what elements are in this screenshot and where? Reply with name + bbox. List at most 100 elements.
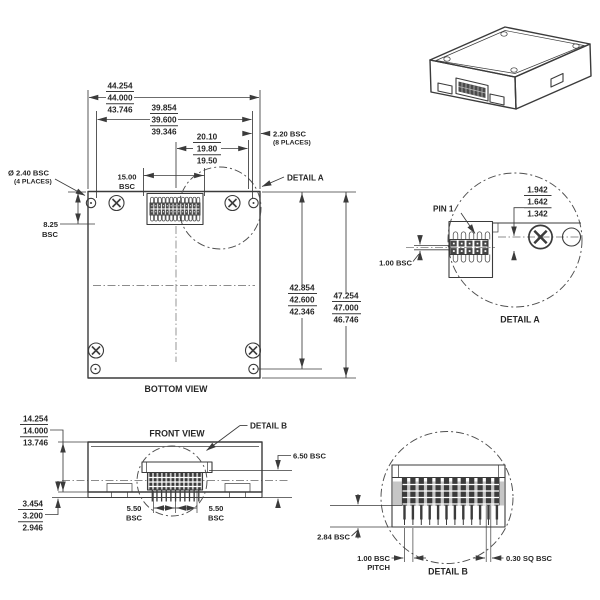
- dim-hole-span-height: 42.854 42.600 42.346: [288, 192, 317, 369]
- dim-connheight-label: 6.50 BSC: [293, 452, 326, 461]
- detail-b-legs: [403, 505, 499, 520]
- dim-pinright-bsc: BSC: [208, 514, 225, 523]
- detail-a-bottom-pins: [452, 254, 491, 263]
- module-outline: [87, 190, 261, 379]
- dim-fheight-max: 14.254: [23, 415, 48, 424]
- bottom-view: 44.254 44.000 43.746 39.854 39.600 39.34…: [8, 82, 361, 394]
- detail-a-circle: [447, 172, 583, 308]
- detail-a-pin-block: [449, 239, 489, 255]
- dim-pitch: 1.00 BSC PITCH: [357, 528, 426, 572]
- front-left-foot: [111, 491, 128, 498]
- iso-top-face: [429, 26, 591, 78]
- dim-pitch-value: 1.00 BSC: [357, 554, 390, 563]
- dim-edge-bsc-note: (8 PLACES): [273, 140, 311, 147]
- dim-width-nom: 44.000: [107, 94, 132, 103]
- dim-pinleft-value: 5.50: [127, 504, 142, 513]
- dim-connector-height: 6.50 BSC: [209, 452, 326, 509]
- front-connector: [141, 461, 213, 502]
- dim-overall-height: 47.254 47.000 46.746: [332, 192, 361, 378]
- iso-right-face: [514, 43, 592, 110]
- callout-hole-dia: Ø 2.40 BSC (4 PLACES): [8, 169, 86, 196]
- dim-holespan-max: 39.854: [151, 104, 176, 113]
- bottom-view-extension-lines: [60, 90, 356, 379]
- callout-pin1: PIN 1: [433, 205, 476, 234]
- dim-connwidth-bsc: BSC: [119, 182, 136, 191]
- dim-leg-standoff: 2.84 BSC: [317, 494, 402, 542]
- dim-height-min: 46.746: [333, 316, 358, 325]
- detail-a-top-pins: [452, 231, 491, 240]
- detail-b-view: 2.84 BSC 1.00 BSC PITCH 0.30 SQ BSC DETA…: [317, 431, 553, 577]
- iso-feet: [437, 72, 564, 106]
- dim-connwidth-value: 15.00: [117, 173, 136, 182]
- dim-front-height: 14.254 14.000 13.746: [20, 415, 90, 493]
- dim-pin-spans: 5.50 BSC 5.50 BSC: [126, 491, 225, 523]
- dim-hole-offset: 1.942 1.642 1.342: [511, 186, 552, 261]
- front-left-notch: [106, 483, 133, 493]
- dim-connector-width: 15.00 BSC: [117, 173, 205, 191]
- dim-width-min: 43.746: [107, 106, 132, 115]
- dim-standoff-nom: 3.200: [23, 512, 44, 521]
- front-connector-legs: [151, 490, 200, 502]
- dim-connector-y: 8.25 BSC: [42, 192, 81, 239]
- dim-height-nom: 47.000: [333, 304, 358, 313]
- dim-pitch-word: PITCH: [367, 563, 390, 572]
- dim-overall-width: 44.254 44.000 43.746: [88, 82, 260, 115]
- dim-edge-bsc: 2.20 BSC: [273, 130, 306, 139]
- bottom-view-connector: [146, 192, 204, 226]
- dim-holespanh-min: 42.346: [289, 308, 314, 317]
- hole-dia-label: Ø 2.40 BSC: [8, 169, 49, 178]
- row-pitch-label: 1.00 BSC: [379, 259, 412, 268]
- detail-b-callout-label: DETAIL B: [250, 422, 287, 431]
- dim-holespanh-nom: 42.600: [289, 296, 314, 305]
- iso-corner-holes: [443, 31, 580, 73]
- connector-bottom-pins: [150, 215, 201, 222]
- dim-row-pitch: 1.00 BSC: [379, 235, 423, 268]
- callout-detail-b: DETAIL B: [206, 422, 287, 451]
- iso-top-rim: [434, 30, 586, 74]
- dim-height-max: 47.254: [333, 292, 358, 301]
- connector-top-pins: [150, 196, 201, 204]
- dim-holespan-min: 39.346: [151, 128, 176, 137]
- dim-connector-offset: 20.10 19.80 19.50: [176, 133, 248, 166]
- dim-offset-min: 1.342: [527, 210, 548, 219]
- dim-connoffset-min: 19.50: [197, 157, 218, 166]
- front-connector-pins: [149, 472, 201, 490]
- detail-b-pins: [401, 478, 500, 506]
- dim-fheight-min: 13.746: [23, 439, 48, 448]
- dim-holespan-nom: 39.600: [151, 116, 176, 125]
- hole-dia-note: (4 PLACES): [14, 179, 52, 186]
- detail-b-title: DETAIL B: [428, 567, 468, 577]
- dim-pinright-value: 5.50: [209, 504, 224, 513]
- dim-edge-offset: 2.20 BSC (8 PLACES): [242, 130, 311, 147]
- detail-b-boundary-circle: [136, 445, 208, 517]
- dim-legstandoff-label: 2.84 BSC: [317, 533, 350, 542]
- detail-b-housing: [391, 476, 506, 528]
- front-right-notch: [224, 483, 251, 493]
- pin1-label: PIN 1: [433, 205, 454, 214]
- detail-a-row-lines: [414, 245, 450, 251]
- detail-a-callout-label: DETAIL A: [287, 174, 324, 183]
- dim-standoff-max: 3.454: [23, 500, 44, 509]
- front-view: 14.254 14.000 13.746 3.454 3.200 2.946 5…: [18, 415, 326, 533]
- detail-b-shroud: [391, 464, 506, 479]
- dim-connoffset-nom: 19.80: [197, 145, 218, 154]
- detail-a-view: 1.00 BSC PIN 1 1.942 1.642 1.342 DETAIL …: [379, 172, 584, 325]
- dim-standoff-min: 2.946: [23, 524, 44, 533]
- bottom-view-title: BOTTOM VIEW: [145, 384, 209, 394]
- callout-detail-a: DETAIL A: [261, 174, 324, 187]
- connector-pin-grid: [149, 202, 201, 216]
- dim-standoff: 3.454 3.200 2.946: [18, 481, 88, 533]
- mounting-screws: [87, 194, 262, 359]
- dim-offset-nom: 1.642: [527, 198, 548, 207]
- dim-fheight-nom: 14.000: [23, 427, 48, 436]
- detail-b-circle: [380, 431, 514, 564]
- detail-a-edge-step: [492, 222, 499, 233]
- dim-offset-max: 1.942: [527, 186, 548, 195]
- detail-b-leg-tips: [404, 519, 498, 525]
- front-view-title: FRONT VIEW: [149, 429, 205, 439]
- dim-pinleft-bsc: BSC: [126, 514, 143, 523]
- dim-conny-bsc: BSC: [42, 230, 59, 239]
- dim-holespanh-max: 42.854: [289, 284, 314, 293]
